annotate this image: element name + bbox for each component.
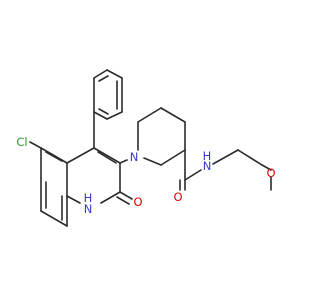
bond-phenyl-2 — [93, 111, 108, 120]
bond-phenyl-3 — [93, 69, 108, 79]
bond-pyridone-1 — [66, 147, 95, 164]
bond-pyridone-2 — [93, 147, 121, 164]
atom-label-o-lactam: O — [133, 195, 142, 209]
bond-pyridone-4 — [100, 191, 121, 204]
bond-phenyl-6 — [106, 111, 123, 120]
atom-label-n-amide-h: H — [203, 149, 212, 163]
bond-lactam-co-2 — [116, 196, 130, 205]
bond-piperidine-5 — [160, 149, 186, 166]
bond-phenyl-inner-1 — [98, 75, 109, 82]
bond-chlorine — [29, 141, 42, 149]
atom-label-o-amide: O — [173, 190, 182, 204]
atom-label-cl: Cl — [16, 135, 27, 149]
atom-label-n-piperidine: N — [130, 150, 139, 164]
bond-phenyl-4 — [106, 69, 123, 79]
atom-label-o-ether: O — [266, 166, 275, 180]
canvas-background — [0, 0, 300, 300]
bond-pyridone-inner — [97, 151, 117, 164]
bond-lines — [29, 69, 272, 227]
bond-benzo-1 — [40, 147, 68, 164]
bond-chain-1 — [212, 149, 239, 165]
bond-piperidine-3 — [160, 107, 186, 123]
bond-benzo-4 — [40, 210, 68, 227]
bond-chain-2 — [237, 149, 263, 166]
bond-pyridone-5 — [66, 195, 81, 204]
bond-chain-3 — [261, 164, 272, 171]
bond-piperidine-6 — [143, 157, 162, 166]
bond-benzo-inner-1 — [45, 151, 63, 162]
bond-quinoline-piperidine — [119, 159, 128, 164]
atom-label-n-amide: N — [203, 159, 212, 173]
bond-phenyl-inner-3 — [98, 108, 109, 115]
bond-amide-n — [184, 169, 202, 181]
bond-lactam-co-1 — [119, 191, 133, 200]
bond-piperidine-2 — [137, 107, 162, 123]
